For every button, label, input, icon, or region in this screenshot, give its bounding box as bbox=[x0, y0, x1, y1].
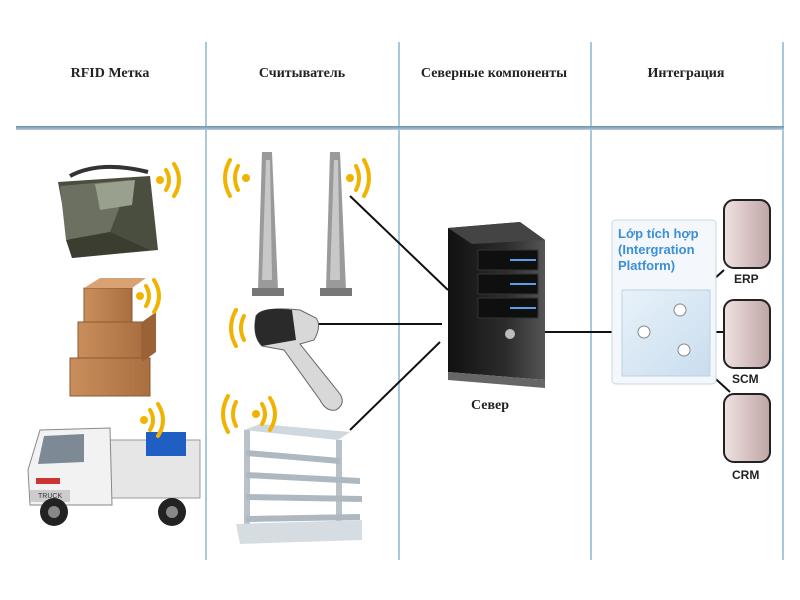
crm-label: CRM bbox=[732, 468, 760, 482]
truck-tag-icon: TRUCK bbox=[27, 427, 201, 526]
header-integration: Интеграция bbox=[647, 66, 725, 81]
integration-platform-icon bbox=[611, 219, 717, 385]
platform-label-line3: Platform) bbox=[618, 258, 676, 273]
column-divider-4 bbox=[782, 42, 784, 560]
header-rule bbox=[16, 126, 784, 130]
server-label: Север bbox=[470, 398, 510, 413]
boxes-tag-icon bbox=[69, 278, 156, 397]
column-divider-3 bbox=[590, 42, 592, 560]
bag-tag-icon bbox=[58, 164, 158, 258]
header-reader: Считыватель bbox=[258, 66, 346, 81]
system-blocks bbox=[723, 199, 771, 463]
erp-block bbox=[723, 199, 771, 269]
platform-label: Lớp tích hợp (Intergration Platform) bbox=[618, 226, 728, 274]
scm-block bbox=[723, 299, 771, 369]
gate-reader-icon bbox=[252, 152, 352, 296]
server-icon bbox=[448, 222, 545, 388]
rfid-waves bbox=[136, 158, 371, 438]
platform-label-line1: Lớp tích hợp bbox=[618, 226, 699, 241]
column-divider-2 bbox=[398, 42, 400, 560]
platform-label-line2: (Intergration bbox=[618, 242, 695, 257]
column-divider-1 bbox=[205, 42, 207, 560]
header-server-components: Северные компоненты bbox=[420, 66, 568, 81]
scm-label: SCM bbox=[732, 372, 759, 386]
header-rfid-tag: RFID Метка bbox=[70, 66, 150, 81]
shelf-reader-icon bbox=[236, 424, 362, 544]
handheld-scanner-icon bbox=[254, 308, 343, 411]
erp-label: ERP bbox=[734, 272, 759, 286]
crm-block bbox=[723, 393, 771, 463]
truck-plate: TRUCK bbox=[38, 493, 62, 500]
